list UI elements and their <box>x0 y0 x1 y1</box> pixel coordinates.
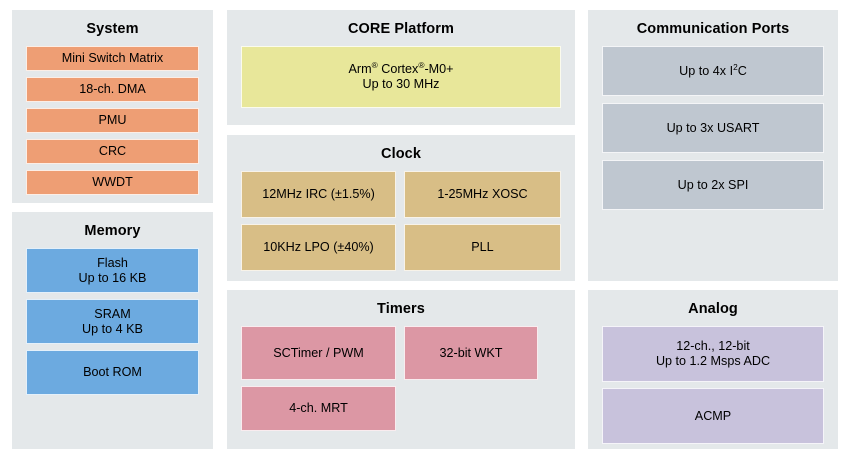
block-spi[interactable]: Up to 2x SPI <box>602 160 824 210</box>
block-wwdt[interactable]: WWDT <box>26 170 199 195</box>
block-arm-cortex-m0plus[interactable]: Arm® Cortex®-M0+ Up to 30 MHz <box>241 46 561 108</box>
registered-trademark-icon: ® <box>371 59 378 70</box>
block-label-line2: Up to 4 KB <box>82 321 143 336</box>
block-sram[interactable]: SRAM Up to 4 KB <box>26 299 199 344</box>
block-pmu[interactable]: PMU <box>26 108 199 133</box>
core-arm-text: Arm <box>348 62 372 76</box>
block-label: Up to 2x SPI <box>677 177 749 192</box>
block-label: 12MHz IRC (±1.5%) <box>262 187 375 201</box>
panel-core-platform-title: CORE Platform <box>347 21 455 37</box>
block-label: 4-ch. MRT <box>289 401 348 415</box>
block-label: Arm® Cortex®-M0+ Up to 30 MHz <box>345 59 458 92</box>
core-variant-text: -M0+ <box>424 62 454 76</box>
block-acmp[interactable]: ACMP <box>602 388 824 444</box>
panel-clock: Clock 12MHz IRC (±1.5%) 1-25MHz XOSC 10K… <box>227 135 575 281</box>
block-xosc[interactable]: 1-25MHz XOSC <box>404 171 561 218</box>
panel-analog-title: Analog <box>688 301 738 317</box>
panel-core-platform: CORE Platform Arm® Cortex®-M0+ Up to 30 … <box>227 10 575 125</box>
block-label: 10KHz LPO (±40%) <box>263 240 374 254</box>
core-cortex-text: Cortex <box>377 62 419 76</box>
block-label-line1: SRAM <box>94 306 131 321</box>
block-4ch-mrt[interactable]: 4-ch. MRT <box>241 386 396 431</box>
block-pll[interactable]: PLL <box>404 224 561 271</box>
block-label-line1: 12-ch., 12-bit <box>676 339 750 353</box>
panel-communication-ports-title: Communication Ports <box>636 21 790 37</box>
block-label: Flash Up to 16 KB <box>75 256 151 286</box>
block-dma[interactable]: 18-ch. DMA <box>26 77 199 102</box>
block-flash[interactable]: Flash Up to 16 KB <box>26 248 199 293</box>
panel-timers-title: Timers <box>377 301 425 317</box>
panel-communication-ports: Communication Ports Up to 4x I2C Up to 3… <box>588 10 838 281</box>
block-label: SCTimer / PWM <box>273 345 364 360</box>
panel-analog: Analog 12-ch., 12-bit Up to 1.2 Msps ADC… <box>588 290 838 449</box>
block-label: Up to 3x USART <box>666 120 760 135</box>
block-label: 12-ch., 12-bit Up to 1.2 Msps ADC <box>652 339 774 369</box>
block-10khz-lpo[interactable]: 10KHz LPO (±40%) <box>241 224 396 271</box>
block-label: CRC <box>98 144 127 158</box>
block-label: Mini Switch Matrix <box>61 51 164 65</box>
block-label: Up to 4x I2C <box>675 61 751 79</box>
block-label: PLL <box>471 240 494 254</box>
i2c-post-text: C <box>737 63 747 78</box>
block-label: SRAM Up to 4 KB <box>78 307 147 337</box>
block-32bit-wkt[interactable]: 32-bit WKT <box>404 326 538 380</box>
block-sctimer-pwm[interactable]: SCTimer / PWM <box>241 326 396 380</box>
block-label: 1-25MHz XOSC <box>437 187 528 201</box>
block-12mhz-irc[interactable]: 12MHz IRC (±1.5%) <box>241 171 396 218</box>
registered-trademark-icon: ® <box>418 59 425 70</box>
block-label: PMU <box>98 113 127 127</box>
block-adc[interactable]: 12-ch., 12-bit Up to 1.2 Msps ADC <box>602 326 824 382</box>
block-label-line2: Up to 1.2 Msps ADC <box>655 354 771 368</box>
superscript-two-icon: 2 <box>733 61 738 72</box>
block-mini-switch-matrix[interactable]: Mini Switch Matrix <box>26 46 199 71</box>
block-i2c[interactable]: Up to 4x I2C <box>602 46 824 96</box>
panel-system: System Mini Switch Matrix 18-ch. DMA PMU… <box>12 10 213 203</box>
block-label: 32-bit WKT <box>439 345 503 360</box>
panel-system-title: System <box>86 21 139 37</box>
block-label-line1: Flash <box>97 255 128 270</box>
block-label-line2: Up to 30 MHz <box>362 77 440 91</box>
block-crc[interactable]: CRC <box>26 139 199 164</box>
panel-memory: Memory Flash Up to 16 KB SRAM Up to 4 KB… <box>12 212 213 449</box>
panel-memory-title: Memory <box>84 223 141 239</box>
block-label-line1: Arm® Cortex®-M0+ <box>348 59 454 76</box>
block-boot-rom[interactable]: Boot ROM <box>26 350 199 395</box>
panel-timers: Timers SCTimer / PWM 32-bit WKT 4-ch. MR… <box>227 290 575 449</box>
block-label: ACMP <box>694 408 732 423</box>
i2c-pre-text: Up to 4x I <box>679 63 734 78</box>
block-label: WWDT <box>92 175 133 189</box>
block-label-line2: Up to 16 KB <box>78 270 147 285</box>
block-label: Boot ROM <box>83 365 142 379</box>
panel-clock-title: Clock <box>381 146 421 162</box>
block-usart[interactable]: Up to 3x USART <box>602 103 824 153</box>
block-label: 18-ch. DMA <box>79 82 146 96</box>
